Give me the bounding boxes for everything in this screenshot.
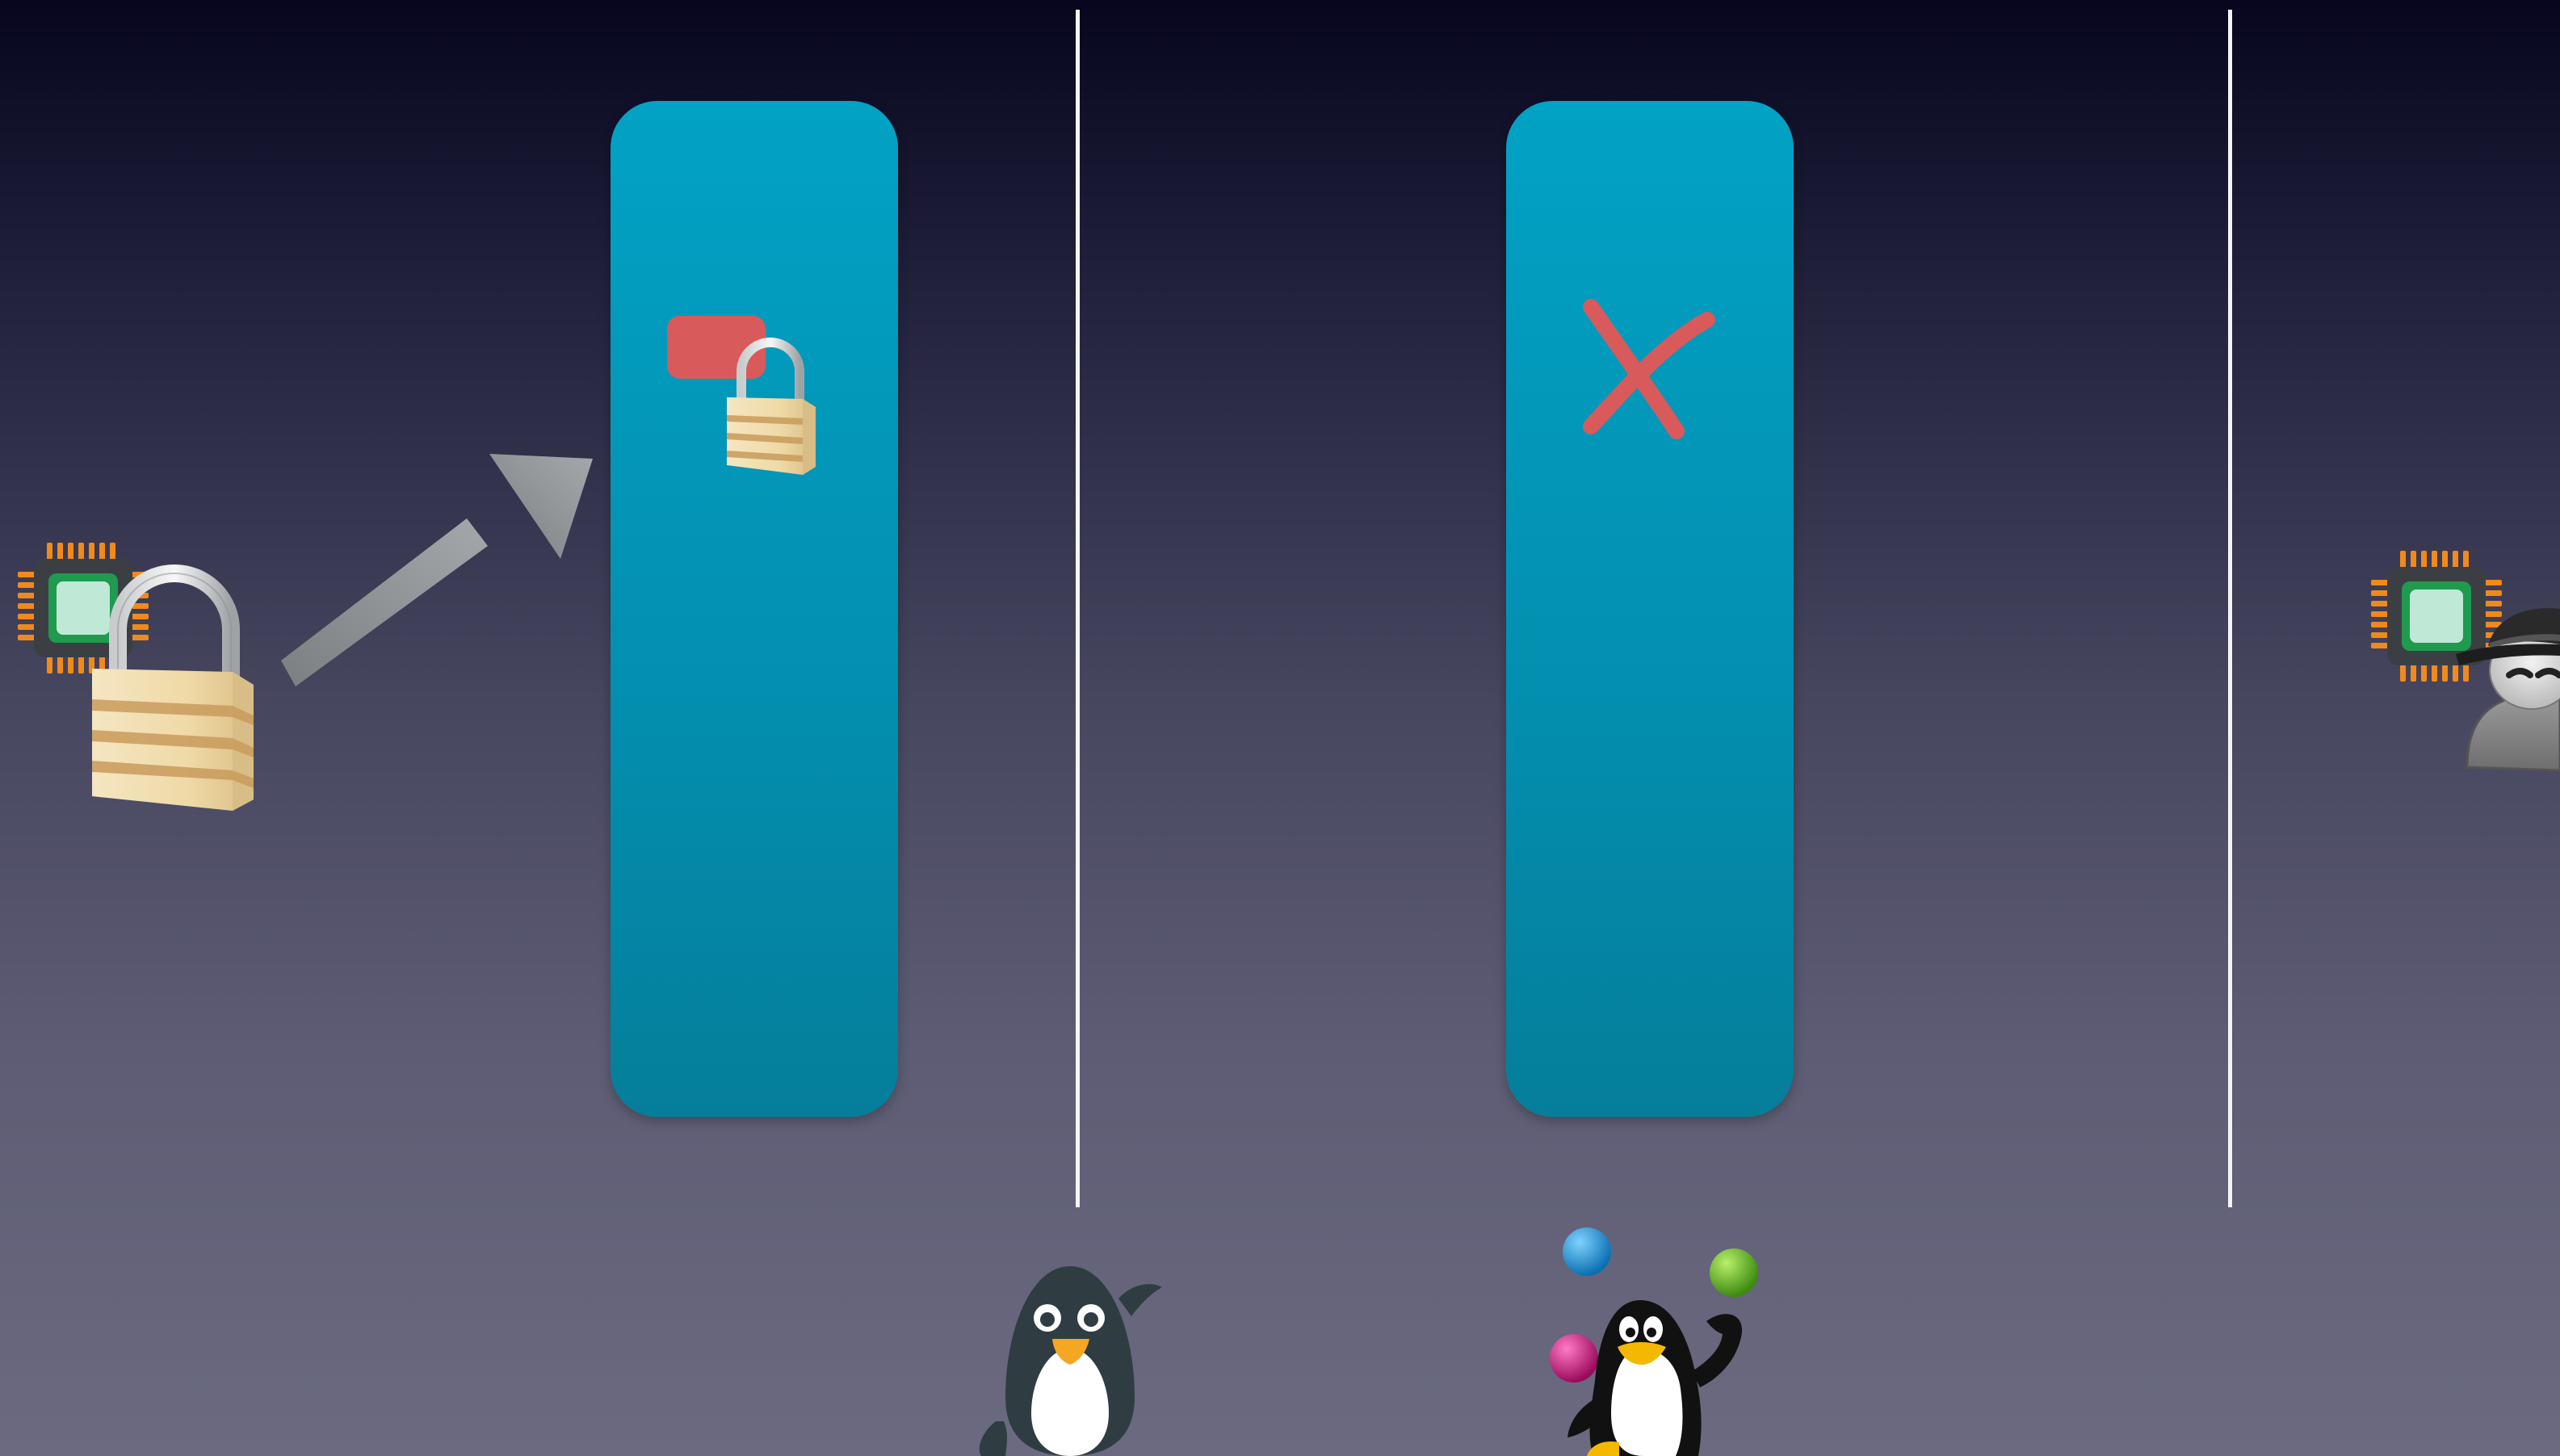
allowed-panel (611, 101, 898, 1117)
left-divider-line (1076, 10, 1080, 1207)
penguin-icon (973, 1260, 1167, 1456)
juggling-tux-icon (1530, 1219, 1765, 1456)
small-unlocked-padlock-icon (724, 334, 819, 476)
denied-panel (1506, 101, 1794, 1117)
arrow-icon (275, 444, 598, 694)
spy-figure-icon (2451, 598, 2560, 775)
right-divider-line (2228, 10, 2232, 1207)
unlocked-padlock-icon (87, 557, 265, 816)
red-x-icon (1575, 297, 1720, 443)
